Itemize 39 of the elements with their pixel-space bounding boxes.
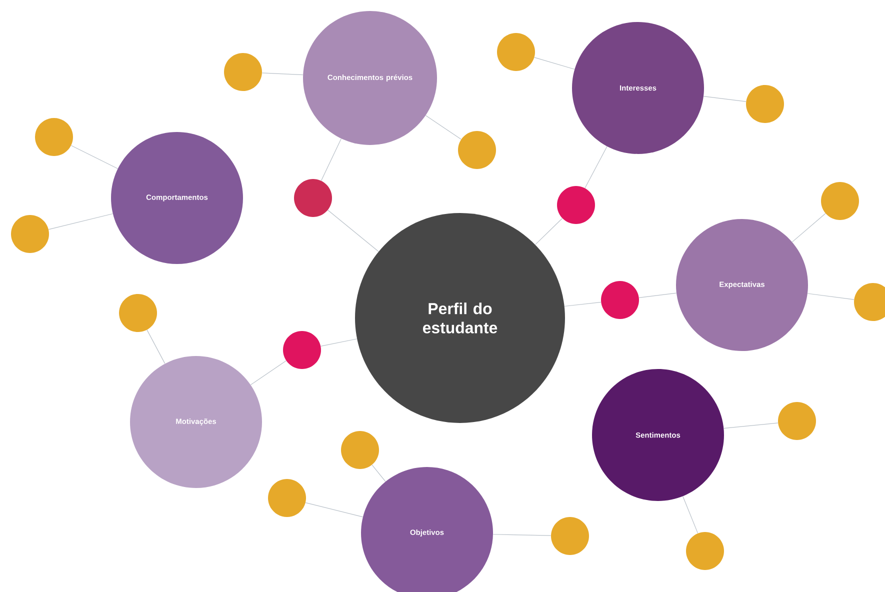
dot-circle bbox=[268, 479, 306, 517]
connector-line bbox=[425, 115, 462, 140]
dot-circle bbox=[11, 215, 49, 253]
dot-circle bbox=[601, 281, 639, 319]
connector-line bbox=[534, 57, 575, 70]
dot-circle bbox=[746, 85, 784, 123]
dot-circle bbox=[283, 331, 321, 369]
connector-line bbox=[584, 146, 608, 188]
connector-line bbox=[792, 213, 826, 242]
connector-line bbox=[305, 502, 364, 518]
connector-line bbox=[146, 330, 166, 364]
connector-line bbox=[328, 210, 379, 252]
connector-line bbox=[250, 360, 286, 386]
connector-line bbox=[70, 145, 118, 169]
dot-circle bbox=[35, 118, 73, 156]
dot-circle bbox=[778, 402, 816, 440]
dot-circle bbox=[458, 131, 496, 169]
dot-circle bbox=[821, 182, 859, 220]
connector-line bbox=[320, 138, 342, 181]
dot-circle bbox=[224, 53, 262, 91]
dot-circle bbox=[551, 517, 589, 555]
connector-line bbox=[703, 96, 746, 102]
connector-line bbox=[262, 72, 304, 76]
connector-line bbox=[320, 338, 358, 346]
connector-line bbox=[535, 218, 563, 245]
connector-line bbox=[372, 464, 386, 482]
dot-circle bbox=[686, 532, 724, 570]
dot-circle bbox=[497, 33, 535, 71]
connector-line bbox=[807, 293, 854, 300]
dot-circle bbox=[294, 179, 332, 217]
connector-line bbox=[564, 302, 602, 307]
connector-line bbox=[724, 422, 778, 429]
dot-circle bbox=[119, 294, 157, 332]
dot-circle bbox=[341, 431, 379, 469]
connector-line bbox=[48, 213, 113, 230]
connector-line bbox=[638, 292, 677, 298]
connector-line bbox=[682, 496, 698, 534]
dot-circle bbox=[557, 186, 595, 224]
connector-line bbox=[492, 534, 552, 536]
